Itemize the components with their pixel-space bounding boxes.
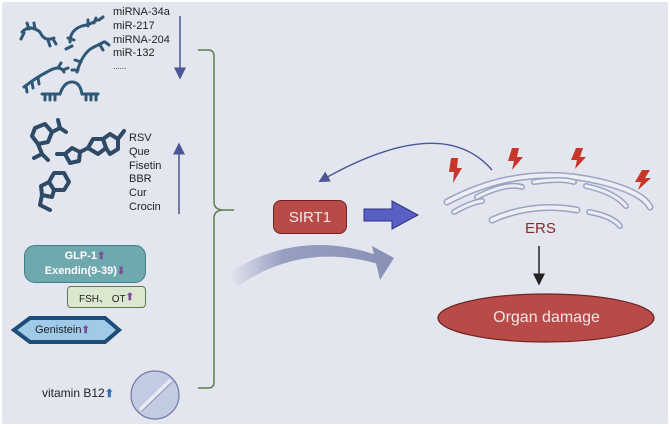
fsh-ot-box: FSH、 OT⬆	[67, 286, 146, 308]
mirna-item: miR-132	[113, 47, 155, 60]
genistein-label-group: Genistein⬆	[35, 324, 90, 336]
sirt1-to-ers-arrow	[363, 200, 420, 230]
up-arrow-icon: ⬆	[125, 291, 135, 303]
compound-item: Fisetin	[129, 159, 162, 172]
compound-item: Cur	[129, 187, 147, 200]
compound-item: Crocin	[129, 200, 161, 213]
down-arrow-icon: ⬇	[116, 266, 126, 277]
fsh-ot-label: FSH、 OT	[78, 293, 126, 305]
up-arrow-icon: ⬆	[104, 388, 114, 400]
compound-list: RSV Que Fisetin BBR Cur Crocin	[129, 132, 161, 215]
genistein-hexagon	[10, 316, 123, 344]
vitamin-b12-label-group: vitamin B12⬆	[42, 386, 114, 400]
vitamin-b12-label: vitamin B12	[42, 386, 105, 400]
genistein-label: Genistein	[35, 324, 82, 336]
ers-label: ERS	[525, 220, 556, 237]
compound-item: BBR	[129, 173, 152, 186]
organ-damage-label: Organ damage	[493, 309, 600, 326]
compound-item: Que	[129, 145, 150, 158]
pill-icon	[130, 370, 180, 420]
sirt1-label: SIRT1	[288, 208, 332, 226]
exendin-label: Exendin(9-39)	[44, 265, 117, 277]
up-arrow-icon: ⬆	[81, 325, 90, 336]
sirt1-box: SIRT1	[273, 200, 347, 234]
lightning-bolt-icon	[449, 148, 651, 190]
curly-bracket	[198, 49, 234, 389]
organ-damage-ellipse	[437, 293, 655, 343]
mirna-item: miR-217	[113, 19, 155, 32]
rna-hairpin-icon	[19, 15, 111, 102]
feedback-arrow	[318, 142, 493, 183]
glp1-box: GLP-1⬆ Exendin(9-39)⬇	[24, 245, 146, 283]
mirna-list: miRNA-34a miR-217 miRNA-204 miR-132 ....…	[113, 6, 170, 73]
mirna-item: miRNA-204	[113, 33, 170, 46]
molecule-structure-icon	[30, 118, 126, 212]
mirna-item: ......	[113, 62, 127, 72]
glp1-label: GLP-1	[64, 250, 97, 262]
compound-item: RSV	[129, 132, 152, 144]
up-arrow-icon: ⬆	[97, 251, 106, 262]
curved-arrow	[230, 245, 394, 286]
endoplasmic-reticulum-icon	[443, 171, 654, 229]
mirna-item: miRNA-34a	[113, 6, 170, 18]
